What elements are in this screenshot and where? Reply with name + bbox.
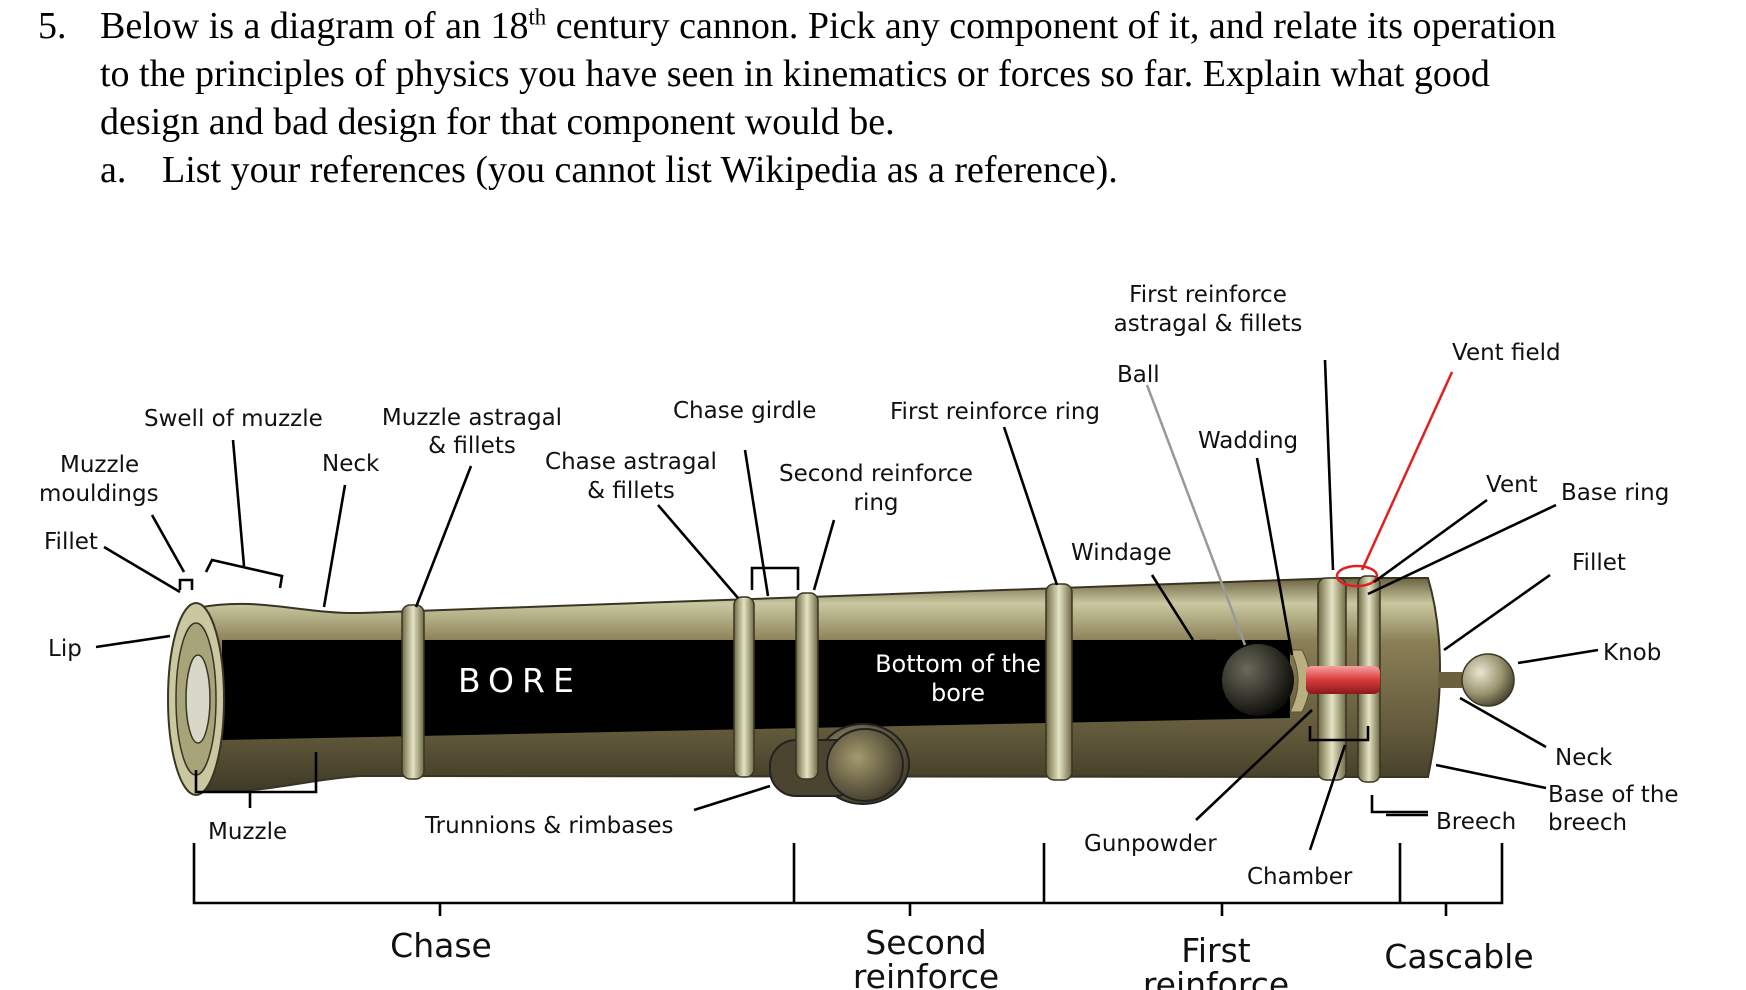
label-chamber: Chamber — [1247, 864, 1353, 890]
label-chase-astragal-line1: Chase astragal — [545, 449, 717, 475]
label-first-reinforce-ring: First reinforce ring — [890, 399, 1100, 425]
label-second-reinforce-ring-line2: ring — [853, 490, 898, 516]
leader-lines — [95, 359, 1599, 916]
gunpowder-charge — [1306, 666, 1380, 694]
label-chase-astragal-line2: & fillets — [587, 478, 675, 504]
label-second-reinforce-line1: Second — [865, 923, 986, 962]
label-bore: BORE — [458, 661, 582, 700]
label-first-reinforce-line2: reinforce — [1143, 965, 1289, 990]
label-chase: Chase — [390, 926, 492, 965]
question-text-line1-rest: century cannon. Pick any component of it… — [546, 5, 1557, 47]
label-muzzle-mouldings-line1: Muzzle — [60, 452, 139, 478]
label-neck-front: Neck — [322, 451, 380, 477]
first-reinforce-ring-shape — [1045, 583, 1073, 781]
label-vent: Vent — [1486, 472, 1538, 498]
label-first-reinforce-astragal-line2: astragal & fillets — [1114, 311, 1303, 337]
label-vent-field: Vent field — [1452, 340, 1561, 366]
vent-highlight — [1335, 564, 1379, 588]
label-muzzle: Muzzle — [208, 819, 287, 845]
label-wadding: Wadding — [1198, 428, 1298, 454]
ball-leader — [1145, 384, 1247, 646]
label-bottom-of-bore-line1: Bottom of the — [875, 650, 1041, 678]
label-muzzle-astragal-line2: & fillets — [428, 433, 516, 459]
trunnion-face — [826, 728, 904, 802]
muzzle-opening — [185, 654, 211, 744]
label-first-reinforce-astragal-line1: First reinforce — [1129, 282, 1287, 308]
label-lip: Lip — [48, 636, 82, 662]
subpart-text: List your references (you cannot list Wi… — [162, 149, 1118, 191]
subpart-letter: a. — [100, 149, 127, 191]
label-base-of-breech-line2: breech — [1548, 810, 1627, 836]
question-superscript: th — [528, 4, 547, 30]
bore-cutaway — [222, 640, 1290, 740]
label-ball: Ball — [1117, 362, 1160, 388]
label-base-ring: Base ring — [1561, 480, 1669, 506]
label-first-reinforce-line1: First — [1181, 931, 1251, 970]
label-second-reinforce-line2: reinforce — [853, 957, 999, 990]
cannon-illustration — [167, 564, 1515, 805]
question-text-start: Below is a diagram of an 18 — [100, 5, 529, 47]
knob-shape — [1461, 653, 1515, 707]
question-subpart-a: a. List your references (you cannot list … — [38, 146, 1738, 194]
label-fillet-front: Fillet — [44, 529, 98, 555]
wadding-shape — [1289, 649, 1311, 713]
question-line-3: design and bad design for that component… — [100, 101, 895, 143]
label-bottom-of-bore-line2: bore — [931, 679, 985, 707]
question-line-2: to the principles of physics you have se… — [100, 53, 1490, 95]
cannonball — [1222, 644, 1294, 716]
label-windage: Windage — [1071, 540, 1172, 566]
label-knob: Knob — [1603, 640, 1661, 666]
label-second-reinforce-ring-line1: Second reinforce — [779, 461, 973, 487]
label-chase-girdle: Chase girdle — [673, 398, 816, 424]
label-breech: Breech — [1436, 809, 1516, 835]
question-block: 5. Below is a diagram of an 18th century … — [38, 2, 1738, 194]
question-line-1: 5. Below is a diagram of an 18th century … — [38, 2, 1738, 50]
label-muzzle-mouldings-line2: mouldings — [39, 481, 159, 507]
vent-field-leader — [1360, 371, 1454, 571]
second-reinforce-ring-shape — [795, 592, 819, 780]
label-trunnions: Trunnions & rimbases — [424, 813, 674, 839]
label-neck-rear: Neck — [1555, 745, 1613, 771]
label-swell-of-muzzle: Swell of muzzle — [144, 406, 323, 432]
label-muzzle-astragal-line1: Muzzle astragal — [382, 405, 562, 431]
diagram-labels: First reinforce astragal & fillets Vent … — [39, 282, 1679, 990]
muzzle-astragal-ring — [401, 604, 425, 780]
label-gunpowder: Gunpowder — [1084, 831, 1217, 857]
chase-astragal-ring — [733, 596, 755, 778]
label-base-of-breech-line1: Base of the — [1548, 782, 1679, 808]
label-cascable: Cascable — [1384, 937, 1533, 976]
label-fillet-rear: Fillet — [1572, 550, 1626, 576]
question-number: 5. — [38, 5, 67, 47]
